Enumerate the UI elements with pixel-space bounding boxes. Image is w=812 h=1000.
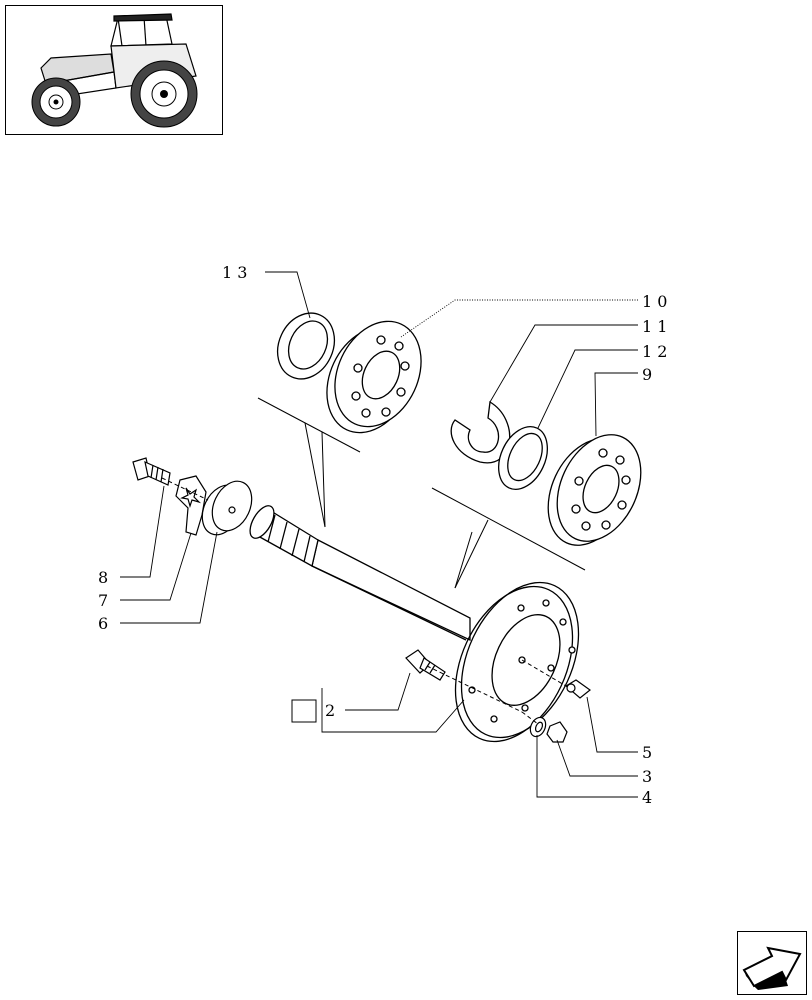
lock-plate: [175, 475, 207, 536]
front-wheel-icon: [31, 77, 81, 127]
bearing-inner: [547, 434, 642, 546]
tractor-thumbnail: [5, 5, 223, 135]
leader-lines: [120, 271, 638, 798]
rear-wheel-icon: [130, 60, 198, 128]
nut: [546, 721, 568, 743]
stud-bolt: [405, 649, 446, 681]
callout-3: 3: [642, 767, 652, 786]
callout-5: 5: [642, 743, 652, 762]
callout-2: 2: [325, 701, 335, 720]
callout-6: 6: [98, 614, 108, 633]
callout-13: 1 3: [222, 263, 247, 282]
spacer-ring: [498, 426, 548, 490]
grease-nipple: [564, 679, 591, 699]
callout-4: 4: [642, 788, 652, 807]
tractor-icon: [31, 13, 198, 128]
assembly-lines: [161, 397, 586, 725]
bearing-outer: [326, 320, 422, 434]
bolt: [132, 457, 171, 486]
flange: [454, 581, 580, 743]
callout-10: 1 0: [642, 292, 667, 311]
callout-7: 7: [98, 591, 108, 610]
callout-11: 1 1: [642, 317, 667, 336]
next-page-button[interactable]: [737, 931, 807, 995]
axle-shaft: [249, 505, 471, 642]
small-washer: [529, 716, 547, 738]
next-page-arrow-icon: [742, 946, 802, 990]
callout-8: 8: [98, 568, 108, 587]
washer: [201, 480, 253, 536]
seal-ring: [276, 312, 336, 380]
callout-9: 9: [642, 365, 652, 384]
callout-12: 1 2: [642, 342, 667, 361]
reference-square-icon: [291, 699, 317, 723]
